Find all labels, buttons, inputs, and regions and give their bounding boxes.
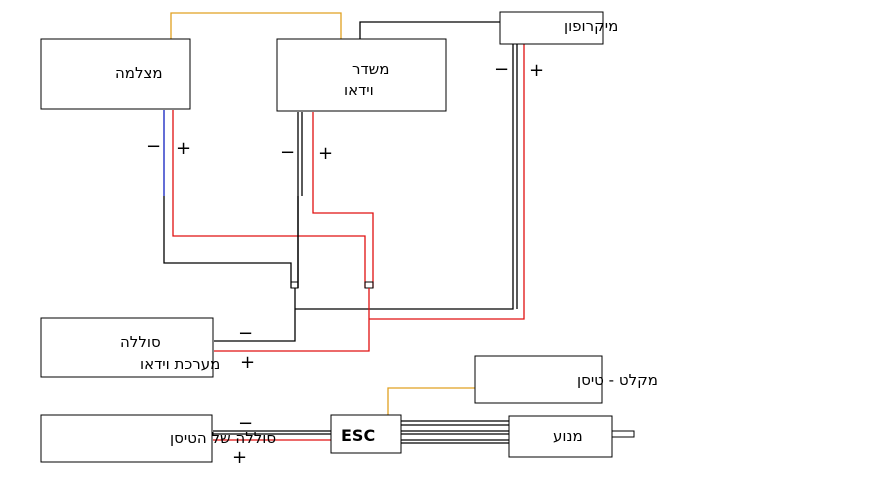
esc-box: ESC	[330, 414, 402, 454]
transmitter-plus-sign: +	[318, 143, 333, 164]
video-battery-label-line1: סוללה	[120, 333, 161, 351]
video-battery-label-line2: מערכת וידאו	[140, 355, 220, 373]
microphone-plus-sign: +	[529, 60, 544, 81]
wires	[163, 12, 635, 444]
positive-junction	[364, 281, 374, 289]
esc-to-receiver-signal-wire	[387, 387, 475, 415]
microphone-label: מיקרופון	[564, 17, 618, 35]
negative-junction	[290, 281, 299, 289]
receiver-label: מקלט - טיסן	[577, 371, 658, 389]
plane-battery-plus-sign: +	[232, 447, 247, 468]
microphone-minus-sign: −	[494, 59, 509, 80]
transmitter-to-microphone-wire	[359, 21, 500, 39]
video-battery-positive-wire	[214, 288, 370, 352]
motor-label: מנוע	[553, 427, 583, 445]
microphone-box: מיקרופון	[499, 11, 618, 45]
microphone-positive-wire	[369, 44, 525, 320]
camera-box: מצלמה	[40, 38, 191, 110]
motor-shaft	[611, 430, 635, 438]
receiver-box: מקלט - טיסן	[474, 355, 658, 404]
motor-box: מנוע	[508, 415, 613, 458]
microphone-negative-wire	[295, 44, 514, 310]
polarity-marks: − + − + − + − + − +	[146, 59, 544, 468]
video-transmitter-label-line2: וידאו	[344, 81, 374, 99]
camera-label: מצלמה	[115, 64, 163, 82]
video-battery-minus-sign: −	[238, 323, 253, 344]
esc-label: ESC	[341, 426, 375, 445]
plane-battery-label: סוללה של הטיסן	[170, 429, 276, 447]
video-battery-box: סוללה מערכת וידאו	[40, 317, 220, 378]
video-battery-negative-wire	[214, 288, 296, 342]
transmitter-minus-sign: −	[280, 142, 295, 163]
plane-battery-box: סוללה של הטיסן	[40, 414, 276, 463]
camera-minus-sign: −	[146, 136, 161, 157]
camera-to-transmitter-video-wire	[170, 12, 342, 39]
camera-plus-sign: +	[176, 138, 191, 159]
camera-negative-wire	[163, 196, 292, 288]
plane-battery-minus-sign: −	[238, 413, 253, 434]
transmitter-positive-wire	[312, 112, 374, 288]
video-battery-plus-sign: +	[240, 352, 255, 373]
camera-positive-wire	[172, 110, 366, 288]
video-transmitter-label-line1: משדר	[352, 60, 389, 78]
video-transmitter-box: משדר וידאו	[276, 38, 447, 112]
